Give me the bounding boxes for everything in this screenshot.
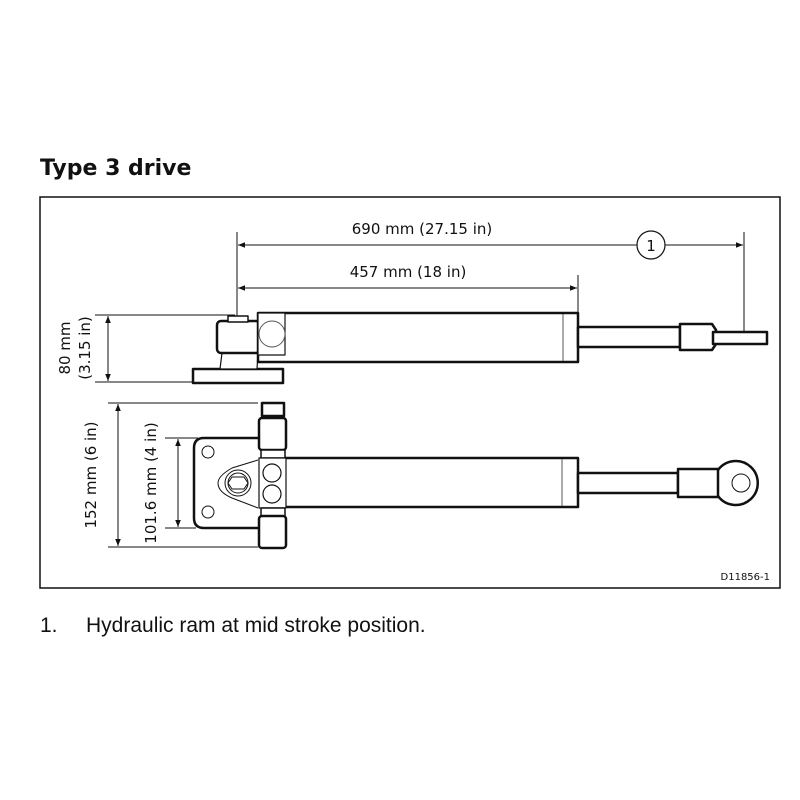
dimension-width (108, 402, 258, 548)
note-item: 1. Hydraulic ram at mid stroke position. (40, 614, 426, 638)
dimension-mount-width-label: 101.6 mm (4 in) (142, 422, 160, 543)
dimension-mount-width (165, 437, 198, 529)
figure-reference: D11856-1 (721, 572, 770, 583)
ram-side-view (191, 311, 769, 385)
ram-plan-view (192, 401, 759, 550)
dimension-overall-label: 690 mm (27.15 in) (352, 220, 492, 238)
dimension-height-label: 80 mm (56, 321, 74, 374)
dimension-body-label: 457 mm (18 in) (350, 263, 467, 281)
svg-text:1: 1 (646, 237, 656, 255)
dimension-height-in-label: (3.15 in) (76, 316, 94, 380)
callout-1: 1 (636, 230, 666, 260)
note-number: 1. (40, 614, 58, 637)
figure-frame (39, 196, 781, 589)
dimension-width-label: 152 mm (6 in) (82, 421, 100, 528)
dimension-height (95, 314, 235, 383)
note-text: Hydraulic ram at mid stroke position. (86, 614, 426, 637)
figure-title: Type 3 drive (40, 156, 192, 181)
